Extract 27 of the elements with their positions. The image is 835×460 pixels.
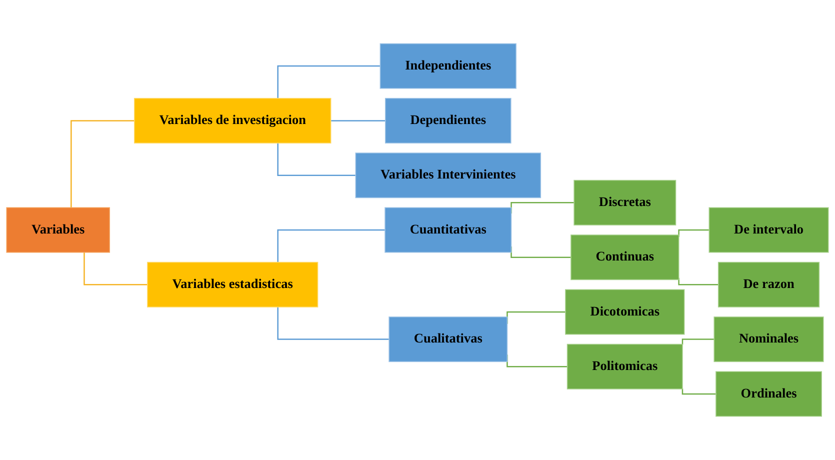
- node-box: Discretas: [574, 180, 676, 226]
- node-box: Variables estadisticas: [147, 262, 318, 308]
- node-box: Variables de investigacion: [134, 98, 332, 144]
- node-box: Independientes: [380, 43, 516, 89]
- connector: [277, 65, 380, 98]
- node-box: Politomicas: [566, 344, 683, 390]
- connector: [678, 229, 710, 237]
- node-box: Continuas: [570, 234, 680, 280]
- node-box: Dicotomicas: [565, 289, 685, 335]
- connector: [70, 120, 134, 208]
- connector: [277, 307, 390, 340]
- connector: [84, 252, 148, 286]
- node-box: Cuantitativas: [384, 207, 512, 253]
- connector: [682, 388, 716, 395]
- node-box: Dependientes: [384, 98, 512, 144]
- connector: [678, 278, 718, 286]
- connector: [330, 120, 386, 122]
- node-box: De razon: [718, 262, 820, 308]
- node-box: Cualitativas: [388, 316, 508, 362]
- connector: [277, 143, 356, 176]
- connector: [277, 229, 386, 262]
- node-box: Ordinales: [716, 371, 822, 417]
- node-box: Nominales: [714, 316, 824, 362]
- node-box: Variables: [6, 207, 110, 253]
- connector: [682, 338, 714, 345]
- node-box: Variables Intervinientes: [355, 152, 542, 198]
- node-box: De intervalo: [708, 207, 829, 253]
